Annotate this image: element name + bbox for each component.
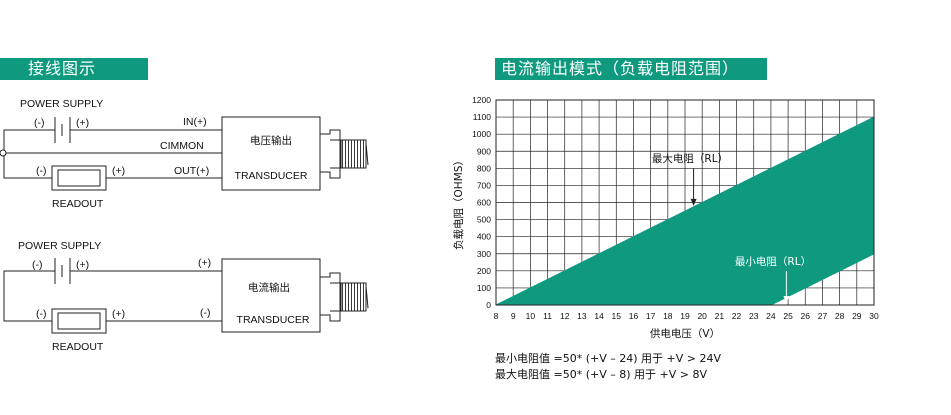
transducer-subtitle: TRANSDUCER [237,314,310,326]
x-tick-label: 19 [680,311,690,321]
transducer-subtitle: TRANSDUCER [235,170,308,182]
load-resistance-chart: 0 100 200 300 400 500 600 700 800 900 1000 1100 1200… [452,95,879,340]
x-tick-label: 30 [869,311,879,321]
x-tick-label: 8 [494,311,499,321]
battery-symbol [54,117,71,143]
current-wiring-diagram: POWER SUPPLY (-) (+) (+) (-) (-) (+) REA… [3,240,369,353]
wiring-section-header: 接线图示 [0,58,148,80]
pressure-connector [319,272,369,322]
x-tick-label: 15 [612,311,622,321]
max-resistance-formula: 最大电阻值 =50* (+V – 8) 用于 +V > 8V [495,368,707,381]
plot-frame [495,99,875,306]
readout-plus-label: (+) [112,308,125,320]
transducer-title: 电流输出 [248,281,290,294]
x-tick-label: 27 [818,311,828,321]
x-tick-label: 25 [783,311,793,321]
y-tick-label: 500 [477,215,491,225]
readout-plus-label: (+) [112,165,125,177]
readout-minus-label: (-) [36,165,47,177]
readout-label: READOUT [52,198,104,210]
battery-plus-label: (+) [76,117,89,129]
x-tick-label: 14 [594,311,604,321]
x-tick-label: 29 [852,311,862,321]
battery-plus-label: (+) [76,259,89,271]
supply-minus-wire [3,129,55,150]
bottom-minus-label: (-) [200,307,211,319]
out-plus-label: OUT(+) [174,165,209,177]
battery-minus-label: (-) [32,259,43,271]
readout-minus-wire [3,156,52,179]
x-tick-labels: 8 9 10 11 12 13 14 15 16 17 18 19 20 21 22 23 24 25 26 27 28… [494,311,879,321]
x-tick-label: 12 [560,311,570,321]
junction-node [0,149,7,157]
voltage-wiring-diagram: POWER SUPPLY (-) (+) IN(+) CIMMON OUT(+)… [0,98,369,210]
max-annotation-arrowhead [690,198,697,206]
y-tick-label: 100 [477,283,491,293]
power-supply-label: POWER SUPPLY [18,240,101,252]
x-tick-label: 18 [663,311,673,321]
y-tick-label: 200 [477,266,491,276]
top-plus-label: (+) [198,257,211,269]
x-tick-label: 10 [526,311,536,321]
in-plus-label: IN(+) [183,116,207,128]
y-tick-label: 700 [477,180,491,190]
x-tick-label: 21 [715,311,725,321]
x-tick-label: 16 [629,311,639,321]
y-tick-label: 800 [477,163,491,173]
max-resistance-annotation: 最大电阻（RL） [652,152,728,165]
y-tick-label: 400 [477,232,491,242]
x-tick-label: 24 [766,311,776,321]
y-tick-label: 1000 [472,129,491,139]
power-supply-label: POWER SUPPLY [20,98,103,110]
supply-minus-wire [3,270,55,322]
battery-symbol [54,258,71,284]
x-tick-label: 23 [749,311,759,321]
min-annotation-arrowhead [783,296,790,303]
y-tick-labels: 0 100 200 300 400 500 600 700 800 900 1000 1100 1200 [472,95,491,310]
transducer-title: 电压输出 [250,134,292,147]
x-tick-label: 13 [577,311,587,321]
x-tick-label: 22 [732,311,742,321]
y-tick-label: 1100 [473,112,492,122]
battery-minus-label: (-) [34,117,45,129]
readout-minus-label: (-) [36,308,47,320]
pressure-connector [319,129,369,179]
x-tick-label: 9 [511,311,516,321]
min-resistance-annotation: 最小电阻（RL） [735,255,811,268]
readout-label: READOUT [52,341,104,353]
x-tick-label: 20 [697,311,707,321]
y-axis-label: 负载电阻（OHMS） [452,155,465,250]
operating-region-area [496,117,874,305]
x-axis-label: 供电电压（V） [650,327,720,340]
y-tick-label: 900 [477,146,491,156]
y-tick-label: 1200 [472,95,491,105]
min-resistance-formula: 最小电阻值 =50* (+V – 24) 用于 +V > 24V [495,352,721,365]
y-tick-label: 0 [486,300,491,310]
y-tick-label: 600 [477,198,491,208]
x-tick-label: 28 [835,311,845,321]
common-label: CIMMON [160,140,204,152]
y-tick-label: 300 [477,249,491,259]
x-tick-label: 17 [646,311,656,321]
x-tick-label: 26 [801,311,811,321]
readout-display [57,312,101,330]
x-tick-label: 11 [543,311,552,321]
chart-section-header: 电流输出模式（负载电阻范围） [495,58,767,80]
max-resistance-line [495,116,875,306]
readout-display [57,169,101,187]
